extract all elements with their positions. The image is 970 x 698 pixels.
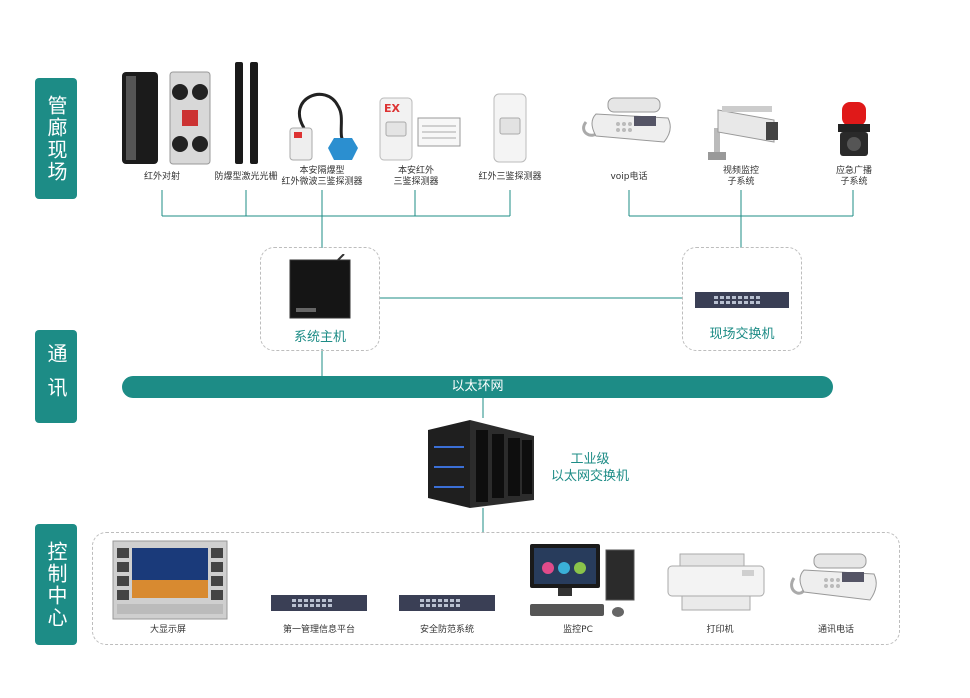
site-switch-label: 现场交换机 [709, 327, 775, 342]
field-label-laser: 防爆型激光光栅 [214, 172, 278, 182]
core-switch-label: 工业级 以太网交换机 [550, 452, 629, 484]
control-label-phone: 通讯电话 [817, 625, 854, 635]
ex-detector-icon: EX [376, 96, 462, 168]
site-switch-icon [694, 290, 790, 314]
security-switch-icon [398, 594, 496, 616]
voip-phone-icon [578, 92, 678, 166]
section-tab-control: 控制中心 [35, 524, 77, 645]
control-label-videowall: 大显示屏 [149, 625, 186, 635]
video-wall-icon [112, 540, 228, 624]
control-label-management: 第一管理信息平台 [282, 625, 355, 635]
printer-icon [666, 552, 766, 618]
field-label-infrared: 红外对射 [143, 172, 180, 182]
host-box [260, 247, 380, 351]
control-label-pc: 监控PC [563, 625, 593, 635]
management-switch-icon [270, 594, 368, 616]
control-label-printer: 打印机 [706, 625, 734, 635]
phone-icon [786, 548, 882, 616]
section-tab-site: 管廊现场 [35, 78, 77, 199]
pir-detector-icon [490, 92, 530, 168]
field-label-voip: voip电话 [610, 172, 648, 182]
control-label-security: 安全防范系统 [419, 625, 474, 635]
field-label-ex: 本安红外 三鉴探测器 [393, 166, 439, 187]
host-label: 系统主机 [293, 330, 346, 345]
control-center-box [92, 532, 900, 645]
laser-grating-icon [232, 60, 262, 170]
cctv-camera-icon [704, 100, 784, 166]
alarm-light-icon [832, 100, 876, 166]
site-switch-box [682, 247, 802, 351]
field-label-triple: 本安隔爆型 红外微波三鉴探测器 [281, 166, 363, 187]
field-label-pir: 红外三鉴探测器 [478, 172, 542, 182]
host-unit-icon [288, 253, 352, 324]
pc-icon [528, 542, 638, 626]
field-label-alarm: 应急广播 子系统 [835, 166, 872, 187]
field-label-cctv: 视频监控 子系统 [722, 166, 759, 187]
server-rack-icon [426, 416, 538, 514]
ethernet-ring: 以太环网 [122, 376, 833, 398]
triple-detector-icon [286, 88, 360, 170]
infrared-beam-icon [120, 70, 212, 170]
section-tab-comm: 通讯 [35, 330, 77, 423]
svg-text:EX: EX [384, 102, 401, 115]
